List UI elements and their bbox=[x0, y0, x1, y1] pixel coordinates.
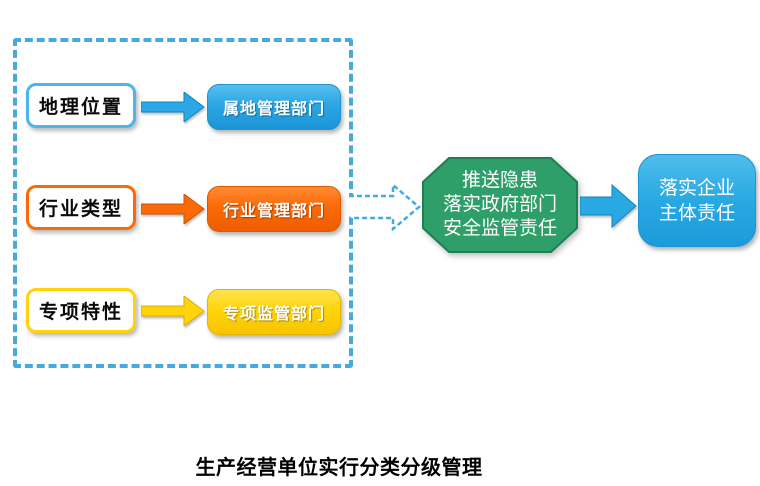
factor-box-geography: 地理位置 bbox=[26, 83, 136, 128]
department-box-special: 专项监管部门 bbox=[207, 289, 341, 335]
diagram-caption: 生产经营单位实行分类分级管理 bbox=[195, 457, 483, 479]
factor-label-industry: 行业类型 bbox=[38, 199, 123, 220]
dashed-right-arrow-shape bbox=[349, 183, 421, 231]
factor-box-special: 专项特性 bbox=[26, 288, 136, 333]
factor-label-special: 专项特性 bbox=[38, 302, 123, 323]
government-duty-octagon bbox=[422, 157, 578, 253]
hub-line-1: 推送隐患 bbox=[461, 169, 538, 191]
department-box-territorial: 属地管理部门 bbox=[207, 84, 341, 130]
result-line-2: 主体责任 bbox=[658, 201, 735, 224]
department-box-industry: 行业管理部门 bbox=[207, 186, 341, 232]
right-arrow-icon-industry bbox=[141, 194, 205, 224]
right-arrow-icon-geography bbox=[141, 92, 205, 122]
department-label-territorial: 属地管理部门 bbox=[222, 101, 325, 118]
department-label-industry: 行业管理部门 bbox=[222, 203, 325, 220]
result-line-1: 落实企业 bbox=[658, 176, 735, 199]
hub-line-3: 安全监管责任 bbox=[442, 217, 557, 239]
right-arrow-shape-industry bbox=[141, 194, 205, 224]
hub-line-2: 落实政府部门 bbox=[442, 193, 557, 215]
right-arrow-shape-result bbox=[580, 183, 637, 229]
right-arrow-icon-special bbox=[141, 296, 205, 326]
right-arrow-icon-result bbox=[580, 183, 637, 229]
factor-label-geography: 地理位置 bbox=[38, 97, 123, 118]
government-duty-text: 推送隐患 落实政府部门 安全监管责任 bbox=[422, 168, 578, 240]
right-arrow-shape-geography bbox=[141, 92, 205, 122]
enterprise-duty-box: 落实企业 主体责任 bbox=[638, 154, 756, 247]
factor-box-industry: 行业类型 bbox=[26, 185, 136, 230]
octagon-shape bbox=[422, 157, 578, 253]
right-arrow-shape-special bbox=[141, 296, 205, 326]
dashed-right-arrow-icon bbox=[349, 183, 421, 231]
department-label-special: 专项监管部门 bbox=[222, 306, 325, 323]
